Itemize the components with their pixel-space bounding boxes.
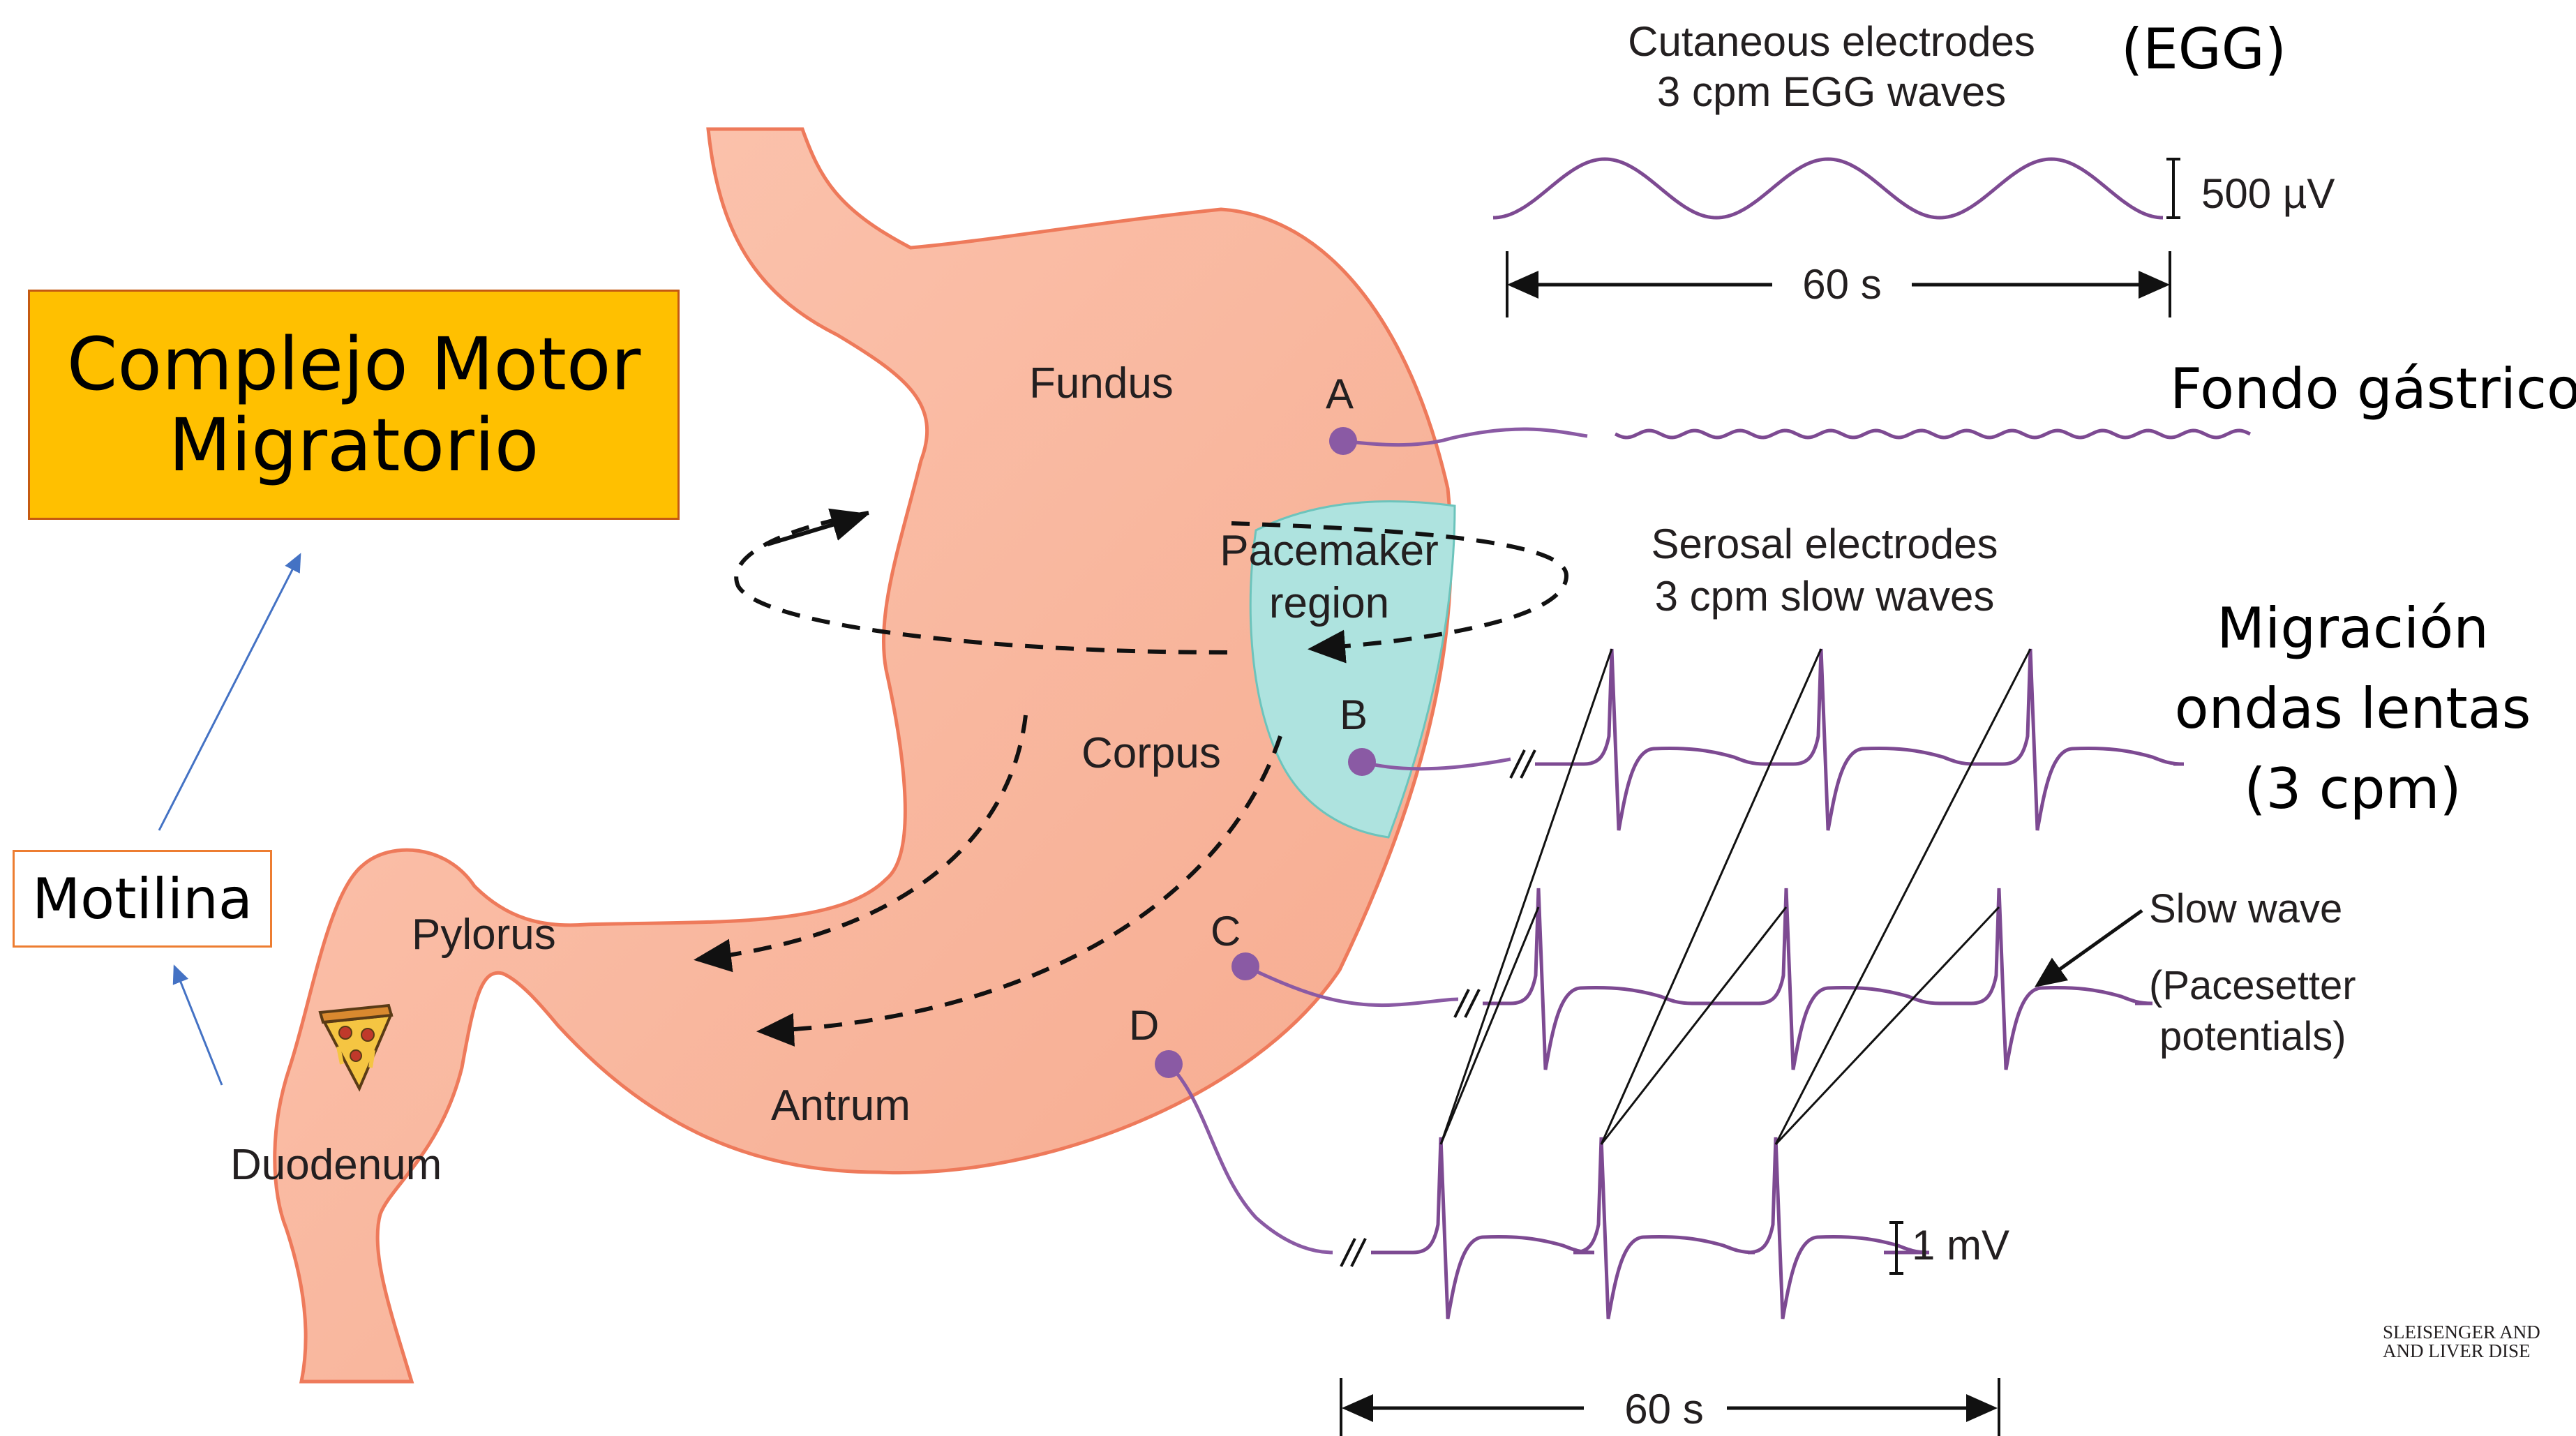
pacemaker-label-line2: region bbox=[1269, 579, 1389, 627]
serosal-title-line1: Serosal electrodes bbox=[1652, 521, 1998, 567]
title-box-line2: Migratorio bbox=[67, 405, 641, 486]
electrode-a-dot-icon bbox=[1329, 427, 1357, 455]
slow-wave-label-line2: (Pacesetter bbox=[2149, 963, 2356, 1008]
slow-wave-label-line1: Slow wave bbox=[2149, 886, 2342, 932]
antrum-label: Antrum bbox=[771, 1082, 911, 1130]
migracion-line1: Migración bbox=[2217, 596, 2489, 661]
serosal-title-line2: 3 cpm slow waves bbox=[1655, 573, 1995, 620]
electrode-c-label: C bbox=[1211, 908, 1241, 955]
egg-title-line2: 3 cpm EGG waves bbox=[1657, 68, 2006, 115]
migration-lines bbox=[1441, 649, 2030, 1144]
motilina-label: Motilina bbox=[32, 867, 253, 932]
reference-line1: SLEISENGER AND bbox=[2383, 1322, 2540, 1342]
reference-line2: AND LIVER DISE bbox=[2383, 1340, 2530, 1361]
electrode-a-label: A bbox=[1326, 371, 1354, 417]
serosal-trace-b bbox=[1535, 649, 2184, 830]
electrode-b-dot-icon bbox=[1348, 748, 1376, 776]
motilina-box: Motilina bbox=[13, 850, 272, 948]
serosal-scale-label: 1 mV bbox=[1912, 1222, 2009, 1269]
fundus-label: Fundus bbox=[1029, 359, 1174, 407]
electrode-c-dot-icon bbox=[1231, 952, 1259, 980]
pacemaker-label-line1: Pacemaker bbox=[1220, 527, 1439, 575]
fundus-trace bbox=[1615, 431, 2250, 437]
egg-duration-label: 60 s bbox=[1802, 261, 1881, 308]
slow-wave-pointer-arrow bbox=[2037, 911, 2142, 985]
fondo-gastrico-label: Fondo gástrico bbox=[2170, 357, 2576, 421]
egg-waveform bbox=[1493, 159, 2163, 218]
electrode-b-label: B bbox=[1340, 691, 1368, 738]
egg-title-line1: Cutaneous electrodes bbox=[1628, 18, 2035, 65]
serosal-duration-label: 60 s bbox=[1624, 1386, 1703, 1433]
duodenum-to-motilina-arrow bbox=[174, 966, 222, 1085]
migracion-line2: ondas lentas bbox=[2175, 676, 2531, 741]
egg-tag: (EGG) bbox=[2121, 17, 2286, 82]
motilina-to-title-arrow bbox=[159, 555, 300, 830]
corpus-label: Corpus bbox=[1081, 729, 1221, 777]
title-box-line1: Complejo Motor bbox=[67, 324, 641, 405]
pylorus-label: Pylorus bbox=[412, 911, 556, 959]
serosal-trace-d bbox=[1371, 1137, 1929, 1319]
electrode-d-label: D bbox=[1129, 1002, 1159, 1049]
duodenum-label: Duodenum bbox=[230, 1141, 442, 1189]
egg-scale-bar bbox=[2166, 159, 2180, 218]
complejo-motor-migratorio-box: Complejo Motor Migratorio bbox=[28, 290, 680, 520]
serosal-trace-c bbox=[1483, 888, 2152, 1070]
egg-scale-label: 500 µV bbox=[2201, 170, 2335, 217]
reference-citation: SLEISENGER AND AND LIVER DISE bbox=[2383, 1323, 2571, 1361]
slow-wave-label-line3: potentials) bbox=[2159, 1014, 2346, 1059]
migracion-line3: (3 cpm) bbox=[2244, 756, 2461, 821]
electrode-d-dot-icon bbox=[1155, 1050, 1183, 1078]
